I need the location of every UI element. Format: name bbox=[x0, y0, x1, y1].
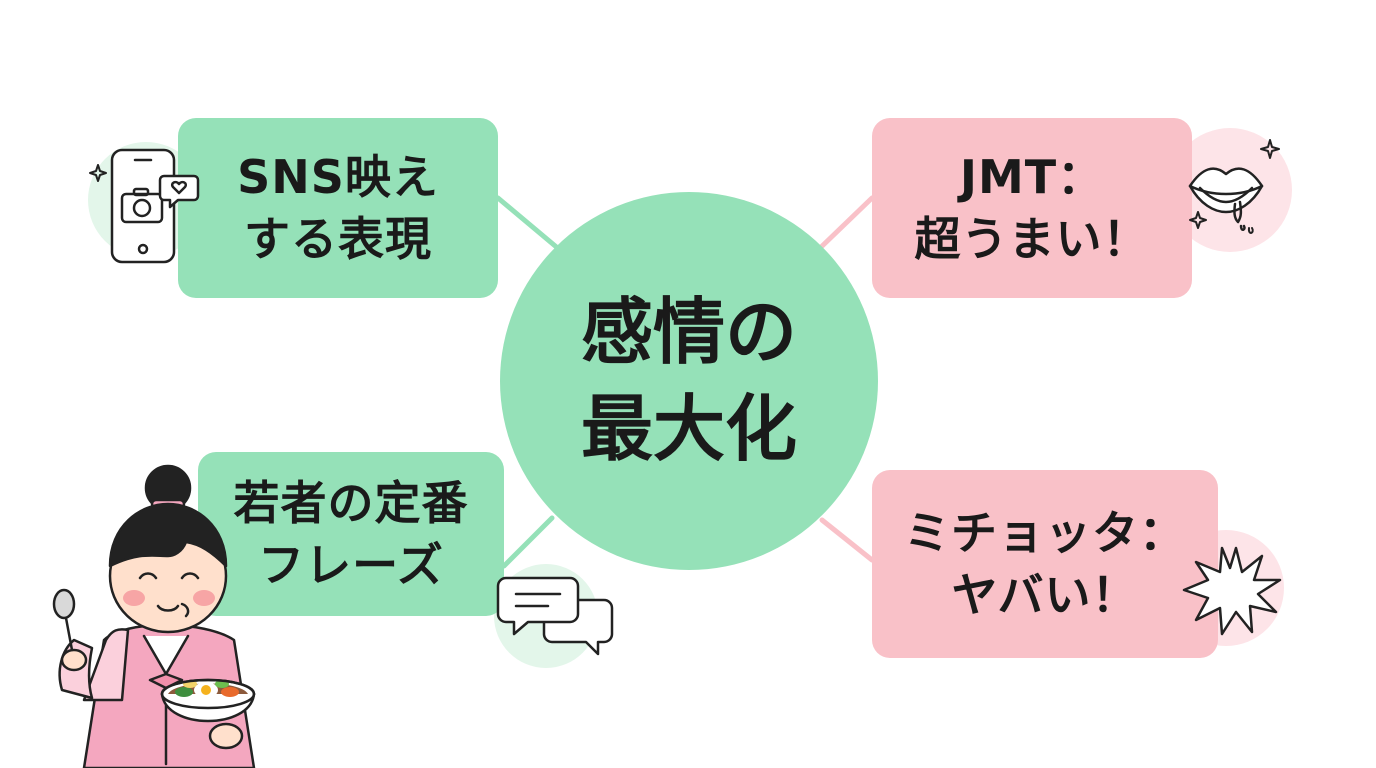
connector-bottom-left bbox=[501, 515, 555, 569]
smartphone-camera-heart-icon bbox=[89, 148, 200, 264]
starburst-icon bbox=[1182, 546, 1282, 636]
branch-sns-line-1: SNS映え bbox=[237, 149, 439, 204]
branch-sns: SNS映え する表現 bbox=[178, 118, 498, 298]
chat-bubbles-icon bbox=[496, 576, 614, 656]
branch-michyeotta-line-2: ヤバい！ bbox=[951, 568, 1139, 622]
branch-jmt-line-2: 超うまい！ bbox=[914, 212, 1150, 266]
branch-sns-line-2: する表現 bbox=[244, 212, 432, 266]
branch-michyeotta: ミチョッタ： ヤバい！ bbox=[872, 470, 1218, 658]
connector-top-right bbox=[815, 195, 875, 253]
central-topic: 感情の 最大化 bbox=[500, 192, 878, 570]
branch-youth-phrases-line-1: 若者の定番 bbox=[233, 475, 469, 530]
girl-in-hanbok-eating-bibimbap-illustration bbox=[52, 464, 256, 768]
central-topic-line-2: 最大化 bbox=[580, 387, 797, 471]
branch-jmt-line-1: JMT： bbox=[959, 149, 1105, 204]
connector-top-left bbox=[495, 195, 563, 253]
branch-jmt: JMT： 超うまい！ bbox=[872, 118, 1192, 298]
central-topic-line-1: 感情の bbox=[580, 289, 797, 374]
branch-youth-phrases-line-2: フレーズ bbox=[258, 538, 444, 592]
connector-bottom-right bbox=[819, 517, 875, 563]
branch-youth-phrases: 若者の定番 フレーズ bbox=[198, 452, 504, 616]
lips-drool-icon bbox=[1188, 139, 1280, 234]
branch-michyeotta-line-1: ミチョッタ： bbox=[904, 505, 1186, 560]
